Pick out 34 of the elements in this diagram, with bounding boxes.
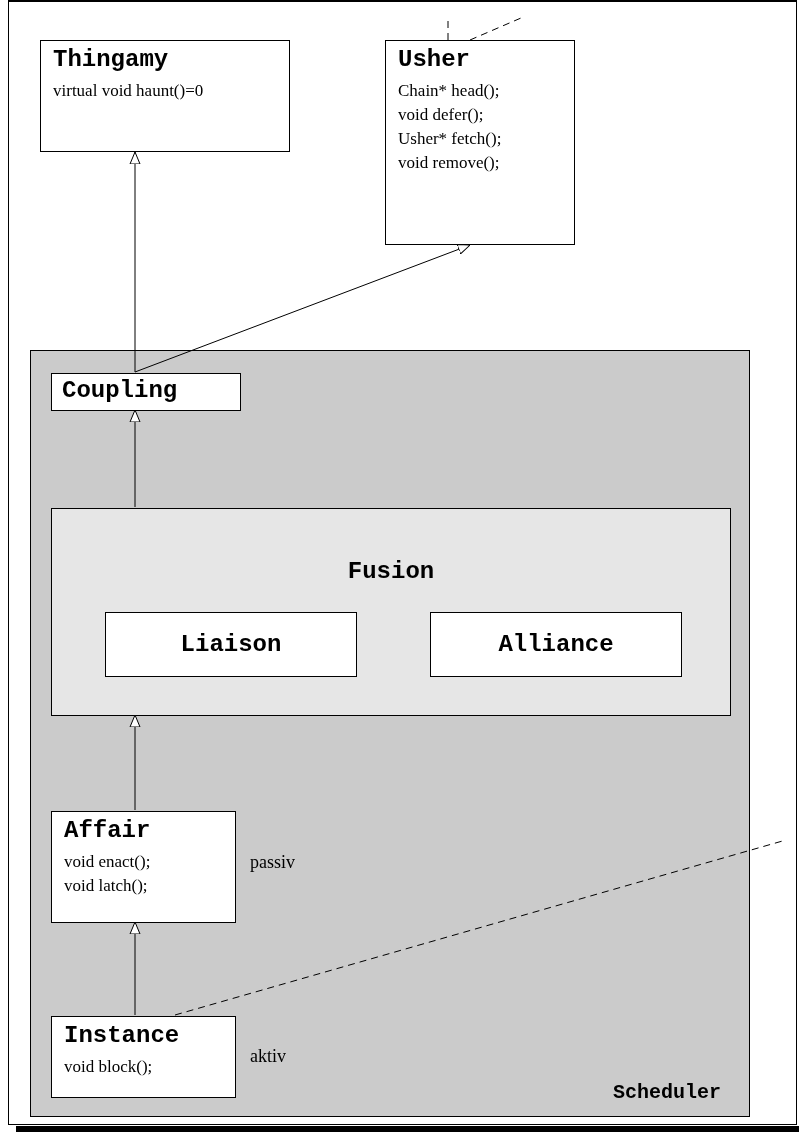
class-name: Instance	[64, 1021, 181, 1051]
class-name: Alliance	[498, 629, 614, 660]
class-member: Usher* fetch();	[398, 128, 503, 150]
stereotype-note: passiv	[250, 852, 295, 873]
class-member: Chain* head();	[398, 80, 501, 102]
inheritance-arrow	[129, 714, 141, 811]
class-member: void defer();	[398, 104, 485, 126]
inheritance-arrow	[129, 409, 141, 508]
class-box	[105, 612, 357, 677]
inheritance-arrow	[129, 151, 141, 373]
class-box	[51, 811, 236, 923]
stereotype-note: aktiv	[250, 1046, 286, 1067]
class-member: void enact();	[64, 851, 152, 873]
package-region	[30, 350, 750, 1117]
class-box	[40, 40, 290, 152]
inheritance-arrow	[129, 921, 141, 1016]
class-box	[51, 373, 241, 411]
inheritance-arrow	[134, 244, 471, 373]
class-box	[385, 40, 575, 245]
class-box	[51, 1016, 236, 1098]
class-name: Coupling	[62, 376, 179, 406]
class-name: Affair	[64, 816, 152, 846]
class-name: Usher	[398, 45, 471, 75]
class-member: void latch();	[64, 875, 149, 897]
class-member: void remove();	[398, 152, 501, 174]
class-member: virtual void haunt()=0	[53, 80, 205, 102]
dashed-line	[469, 17, 522, 41]
class-member: void block();	[64, 1056, 154, 1078]
composite-region	[51, 508, 731, 716]
class-name: Liaison	[180, 629, 282, 660]
class-box	[430, 612, 682, 677]
package-name: Fusion	[346, 557, 436, 587]
package-name: Scheduler	[612, 1080, 721, 1106]
class-name: Thingamy	[53, 45, 170, 75]
